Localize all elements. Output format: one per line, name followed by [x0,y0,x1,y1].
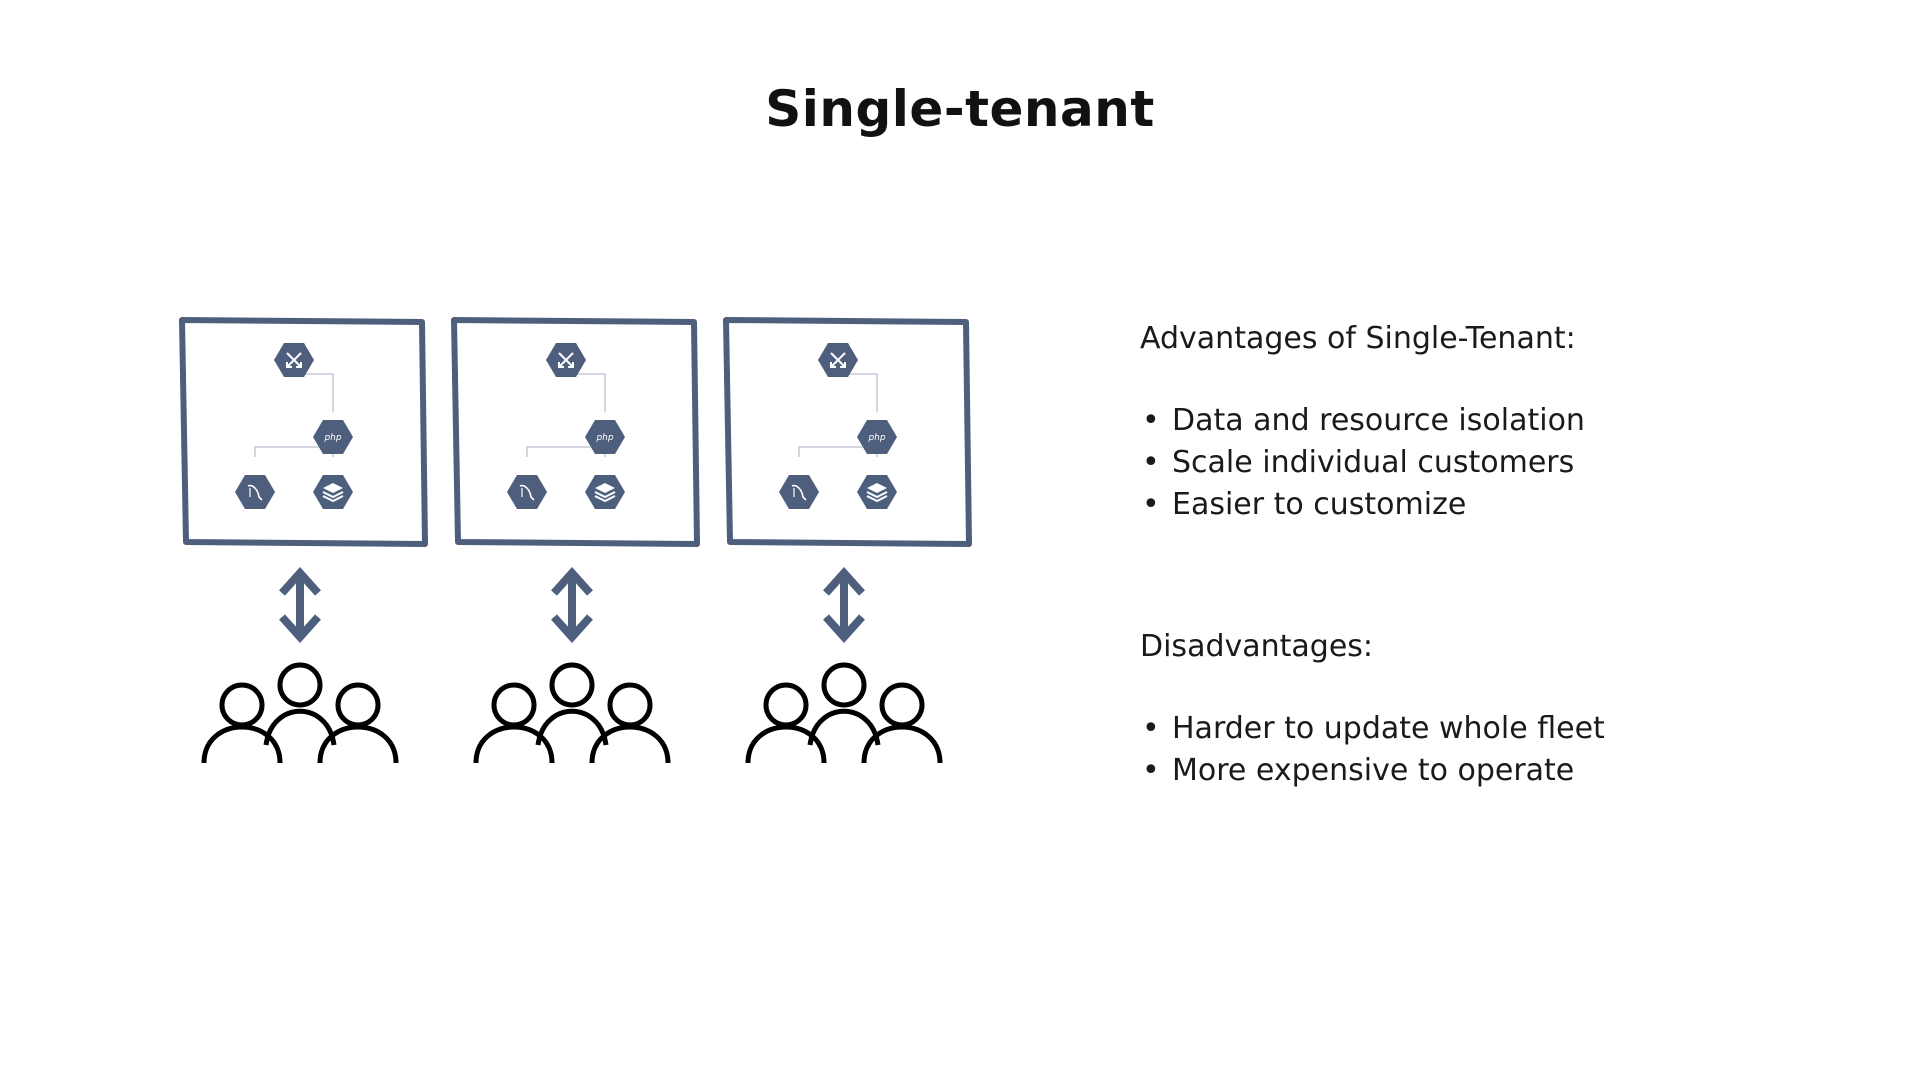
bidirectional-arrow-icon [826,573,862,637]
list-item: • Easier to customize [1140,484,1860,526]
list-item: • Scale individual customers [1140,442,1860,484]
disadvantages-section: Disadvantages: • Harder to update whole f… [1140,626,1860,792]
php-icon: php [857,420,897,454]
tenant-1: php [179,317,428,763]
disadvantages-list: • Harder to update whole fleet • More expe… [1140,708,1860,792]
tenant-2: php [451,317,700,763]
php-icon: php [585,420,625,454]
user-group-icon [748,665,940,763]
php-label: php [595,433,613,443]
list-item-text: Scale individual customers [1172,445,1575,480]
list-item: • Data and resource isolation [1140,400,1860,442]
bullet-icon: • [1142,403,1160,438]
list-item-text: Harder to update whole fleet [1172,711,1605,746]
bidirectional-arrow-icon [554,573,590,637]
bidirectional-arrow-icon [282,573,318,637]
advantages-list: • Data and resource isolation • Scale indi… [1140,400,1860,526]
tenant-3: php [723,317,972,763]
bullet-icon: • [1142,487,1160,522]
bullet-icon: • [1142,753,1160,788]
list-item-text: Data and resource isolation [1172,403,1585,438]
pros-cons-panel: Advantages of Single-Tenant: • Data and r… [1140,318,1860,792]
advantages-heading: Advantages of Single-Tenant: [1140,321,1576,356]
list-item-text: More expensive to operate [1172,753,1575,788]
tenant-diagram: php php [170,310,1000,780]
page-title: Single-tenant [765,80,1155,138]
php-label: php [867,433,885,443]
disadvantages-heading: Disadvantages: [1140,629,1374,664]
list-item-text: Easier to customize [1172,487,1467,522]
list-item: • Harder to update whole fleet [1140,708,1860,750]
php-icon: php [313,420,353,454]
list-item: • More expensive to operate [1140,750,1860,792]
advantages-section: Advantages of Single-Tenant: • Data and r… [1140,318,1860,526]
php-label: php [323,433,341,443]
user-group-icon [476,665,668,763]
bullet-icon: • [1142,445,1160,480]
bullet-icon: • [1142,711,1160,746]
user-group-icon [204,665,396,763]
